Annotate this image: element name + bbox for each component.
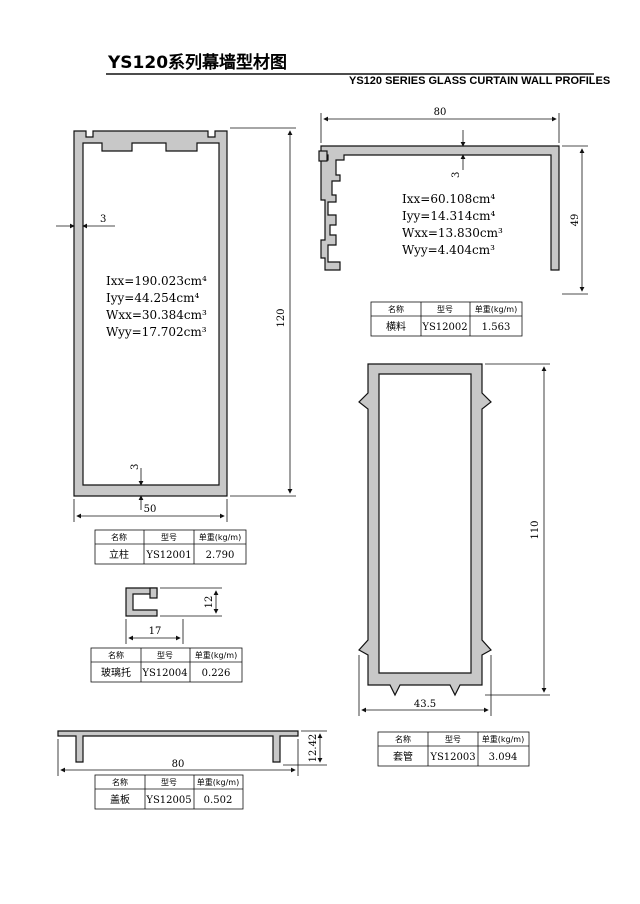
mullion-prop-wyy: Wyy=17.702cm³	[106, 325, 207, 339]
cover-table-hdr-name: 名称	[112, 777, 128, 787]
cover-profile	[57, 730, 299, 763]
transom-properties: Ixx=60.108cm⁴ Iyy=14.314cm⁴ Wxx=13.830cm…	[402, 192, 503, 257]
mullion-table-hdr-weight: 单重(kg/m)	[199, 532, 241, 542]
transom-dimensions: 80 49 3	[320, 107, 588, 295]
sleeve-table-hdr-name: 名称	[395, 734, 411, 744]
transom-table-model: YS12002	[421, 322, 467, 333]
glass-holder-table-model: YS12004	[141, 668, 187, 679]
mullion-dim-width: 50	[144, 504, 157, 515]
glass-holder-profile	[125, 587, 158, 617]
mullion-dim-wall-bottom: 3	[130, 464, 141, 470]
mullion-dimensions: 120 50 3 3	[56, 127, 296, 522]
glass-holder-table-hdr-model: 型号	[157, 651, 173, 660]
mullion-table-hdr-model: 型号	[161, 533, 177, 542]
mullion-properties: Ixx=190.023cm⁴ Iyy=44.254cm⁴ Wxx=30.384c…	[106, 274, 207, 339]
mullion-table-name: 立柱	[109, 548, 129, 561]
cover-dim-height: 12.42	[308, 734, 319, 763]
sleeve-table-hdr-model: 型号	[445, 735, 461, 744]
transom-table-hdr-name: 名称	[388, 304, 404, 314]
sleeve-dim-width: 43.5	[414, 699, 436, 710]
transom-prop-wyy: Wyy=4.404cm³	[402, 243, 495, 257]
glass-holder-dim-width: 17	[149, 626, 162, 637]
transom-profile	[318, 145, 560, 271]
transom-table-hdr-weight: 单重(kg/m)	[475, 304, 517, 314]
cover-dim-width: 80	[172, 759, 185, 770]
cover-dimensions: 12.42 80	[57, 730, 327, 776]
mullion-prop-wxx: Wxx=30.384cm³	[106, 308, 207, 322]
sleeve-profile	[358, 363, 492, 697]
sleeve-table-hdr-weight: 单重(kg/m)	[482, 734, 524, 744]
transom-dim-height: 49	[570, 214, 581, 227]
mullion-table-model: YS12001	[145, 550, 191, 561]
cover-table-model: YS12005	[145, 795, 191, 806]
transom-prop-wxx: Wxx=13.830cm³	[402, 226, 503, 240]
cover-table-name: 盖板	[110, 793, 130, 806]
mullion-prop-ixx: Ixx=190.023cm⁴	[106, 274, 207, 288]
sleeve-dim-height: 110	[530, 520, 541, 539]
transom-prop-ixx: Ixx=60.108cm⁴	[402, 192, 495, 206]
sleeve-table-weight: 3.094	[489, 752, 518, 763]
sleeve-dimensions: 110 43.5	[358, 363, 550, 716]
mullion-profile	[73, 130, 228, 497]
transom-table-name: 横料	[386, 320, 406, 333]
sleeve-table-name: 套管	[393, 750, 413, 763]
transom-table-hdr-model: 型号	[437, 305, 453, 314]
mullion-prop-iyy: Iyy=44.254cm⁴	[106, 291, 199, 305]
mullion-dim-wall-left: 3	[100, 214, 106, 225]
mullion-table-weight: 2.790	[206, 550, 235, 561]
transom-prop-iyy: Iyy=14.314cm⁴	[402, 209, 495, 223]
cover-table-weight: 0.502	[204, 795, 233, 806]
transom-table-weight: 1.563	[482, 322, 511, 333]
glass-holder-table-weight: 0.226	[202, 668, 231, 679]
glass-holder-table: 名称 型号 单重(kg/m) 玻璃托 YS12004 0.226	[90, 647, 243, 683]
sleeve-table-model: YS12003	[429, 752, 475, 763]
mullion-table-hdr-name: 名称	[111, 532, 127, 542]
mullion-table: 名称 型号 单重(kg/m) 立柱 YS12001 2.790	[94, 529, 247, 565]
glass-holder-dim-height: 12	[204, 596, 215, 609]
sleeve-table: 名称 型号 单重(kg/m) 套管 YS12003 3.094	[377, 731, 530, 767]
glass-holder-table-name: 玻璃托	[101, 666, 131, 679]
title-en: YS120 SERIES GLASS CURTAIN WALL PROFILES	[349, 75, 610, 87]
transom-dim-wall: 3	[451, 172, 462, 178]
cover-table-hdr-model: 型号	[161, 778, 177, 787]
cover-table: 名称 型号 单重(kg/m) 盖板 YS12005 0.502	[94, 774, 244, 810]
transom-dim-width: 80	[434, 107, 447, 118]
transom-table: 名称 型号 单重(kg/m) 横料 YS12002 1.563	[370, 301, 523, 337]
glass-holder-table-hdr-weight: 单重(kg/m)	[195, 650, 237, 660]
cover-table-hdr-weight: 单重(kg/m)	[197, 777, 239, 787]
title-cn: YS120系列幕墙型材图	[107, 52, 287, 73]
glass-holder-dimensions: 12 17	[125, 587, 222, 644]
mullion-dim-height: 120	[276, 308, 287, 327]
glass-holder-table-hdr-name: 名称	[108, 650, 124, 660]
